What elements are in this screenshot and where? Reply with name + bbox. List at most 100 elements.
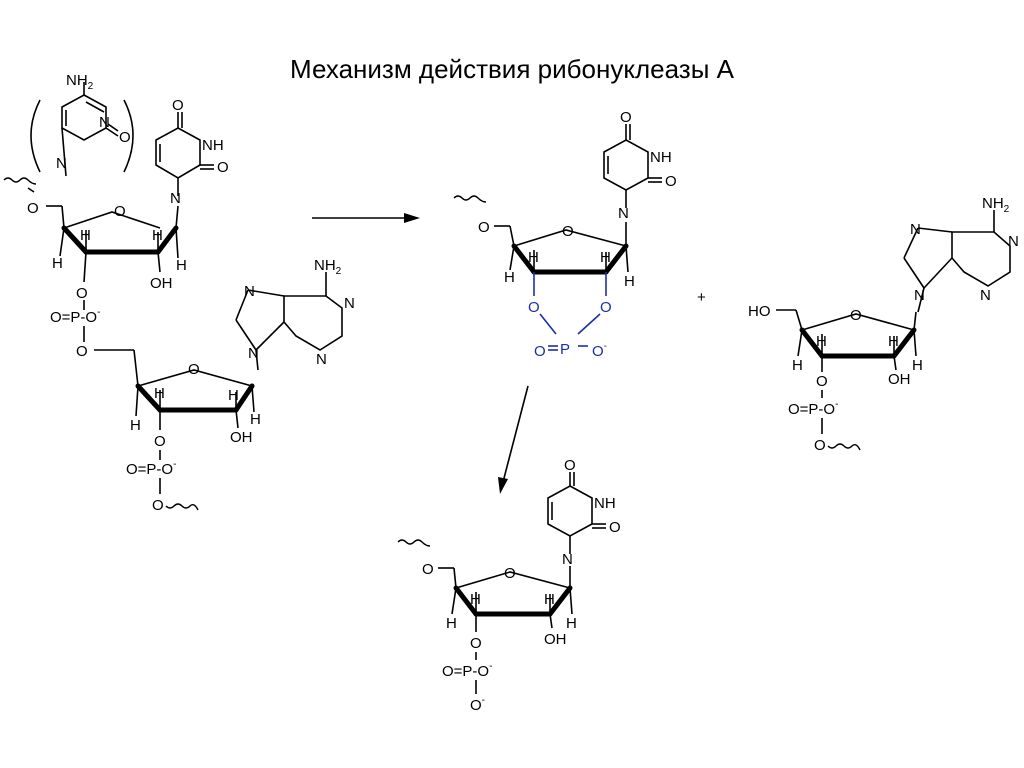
ribose-bottom-o5: O [422, 561, 434, 578]
ribose-bottom-h: H [566, 615, 577, 632]
ribose-bottom-h: H [228, 387, 239, 404]
phosphate-o5: O [76, 343, 88, 360]
uridine-3-phosphate: O NH O N O O H H H H OH O [397, 457, 621, 714]
ribose-bottom: O O H H H H OH O O=P-O- O- [397, 539, 577, 714]
uracil-bottom-o2: O [609, 519, 621, 536]
cyclic-phosphate-ring: O O P O O- [528, 272, 612, 360]
right-parenthesis [123, 99, 134, 173]
uracil-bottom-nh: NH [594, 495, 616, 512]
adenine-base-left: NH2 N N N N [235, 257, 355, 371]
diagram-title: Механизм действия рибонуклеазы А [290, 54, 734, 84]
uracil-base-bottom: O NH O N [547, 457, 621, 568]
cyclic-phosphate-intermediate: O NH O N O O H H H H [453, 109, 677, 360]
uracil-mid-o4: O [620, 109, 632, 126]
ribose-bottom-h: H [130, 417, 141, 434]
ribose-bottom-h: H [250, 411, 261, 428]
phosphate-bottom-group: O=P-O- [442, 661, 492, 680]
ribose-mid-h: H [528, 249, 539, 266]
ribose-top-h: H [52, 255, 63, 272]
adenine-left-n1: N [344, 295, 355, 312]
ribose-top-o5: O [27, 200, 39, 217]
adenine-right-n1: N [1008, 233, 1019, 250]
ribose-top-oh: OH [150, 275, 173, 292]
cytosine-n1-label: N [56, 155, 67, 172]
ribose-top-h: H [152, 227, 163, 244]
ribose-bottom-o-ring: O [188, 361, 200, 378]
substrate-dinucleotide: NH2 N O N O NH O N [3, 72, 355, 514]
ribose-right-h: H [888, 333, 899, 350]
uracil-base-intermediate: O NH O N [603, 109, 677, 222]
cyclic-o-minus: O- [592, 341, 607, 360]
ribose-mid-o5: O [478, 219, 490, 236]
ribose-right-o-ring: O [850, 307, 862, 324]
cytosine-amine-label: NH2 [66, 72, 94, 92]
uracil-bottom-o4: O [564, 457, 576, 474]
ribose-mid-h: H [624, 273, 635, 290]
reaction-arrow-down [498, 385, 529, 494]
uracil-top-nh: NH [202, 137, 224, 154]
ribose-mid-h: H [600, 249, 611, 266]
ribose-bottom-left: O H H H H OH O O=P-O- O [126, 361, 261, 514]
ribose-bottom-h: H [470, 591, 481, 608]
adenine-right-n7: N [910, 221, 921, 238]
uracil-mid-n1: N [618, 205, 629, 222]
ribose-bottom-o3: O [470, 635, 482, 652]
cyclic-p: P [560, 341, 570, 358]
ribose-bottom-h: H [544, 591, 555, 608]
phosphate-o3: O [76, 285, 88, 302]
phosphodiester-linkage: O O=P-O- O [50, 285, 139, 387]
cytosine-o-label: O [119, 129, 131, 146]
ribose-top-h: H [80, 227, 91, 244]
phosphate-bottom-o-minus: O- [470, 695, 485, 714]
uracil-top-o2: O [217, 159, 229, 176]
cyclic-o-double: O [534, 343, 546, 360]
ribose-bottom-oh: OH [230, 429, 253, 446]
adenine-left-n3: N [316, 351, 327, 368]
phosphate-right: O=P-O- [788, 399, 838, 418]
phosphate-right-o: O [814, 437, 826, 454]
ribose-bottom-o-ring: O [504, 565, 516, 582]
ribose-mid-h: H [504, 269, 515, 286]
uracil-bottom-n1: N [562, 551, 573, 568]
uracil-top-o4: O [172, 97, 184, 114]
phosphate-group: O=P-O- [50, 307, 100, 326]
ribose-bottom-oh: OH [544, 631, 567, 648]
phosphate-bottom-o: O [152, 497, 164, 514]
phosphate-group-bottom: O=P-O- [126, 459, 176, 478]
left-parenthesis [30, 99, 41, 173]
adenine-right-n3: N [980, 287, 991, 304]
cyclic-o2: O [528, 299, 540, 316]
adenine-left-amine: NH2 [314, 257, 342, 277]
plus-sign: + [697, 289, 706, 306]
ribose-top-o-ring: O [114, 203, 126, 220]
cytosine-n3-label: N [99, 114, 110, 131]
adenosine-3-phosphate: NH2 N N N N HO O H H H H OH [748, 195, 1019, 454]
ribose-right-h: H [816, 333, 827, 350]
uracil-mid-o2: O [665, 173, 677, 190]
cytosine-base: NH2 N O N [56, 72, 131, 177]
uracil-base-top: O NH O N [155, 97, 229, 207]
reaction-arrow-right [312, 213, 420, 223]
adenine-left-n9: N [248, 345, 259, 362]
ribose-right-h: H [792, 357, 803, 374]
ribose-right-ho: HO [748, 303, 771, 320]
ribose-bottom-h: H [154, 385, 165, 402]
ribose-right-o3: O [816, 373, 828, 390]
ribose-mid-o-ring: O [562, 223, 574, 240]
ribose-right-oh: OH [888, 371, 911, 388]
ribose-top-h: H [176, 257, 187, 274]
adenine-base-right: NH2 N N N N [903, 195, 1019, 313]
ribose-bottom-o3: O [154, 433, 166, 450]
uracil-top-n1: N [170, 190, 181, 207]
uracil-mid-nh: NH [650, 149, 672, 166]
ribose-right-h: H [912, 357, 923, 374]
cyclic-o3: O [600, 299, 612, 316]
adenine-right-n9: N [914, 287, 925, 304]
ribose-bottom-h: H [446, 615, 457, 632]
ribose-top: O O H H H H OH [3, 177, 187, 292]
ribose-intermediate: O O H H H H [453, 195, 635, 290]
adenine-right-amine: NH2 [982, 195, 1010, 215]
ribose-right: HO O H H H H OH O O=P-O- O [748, 303, 923, 454]
adenine-left-n7: N [244, 283, 255, 300]
